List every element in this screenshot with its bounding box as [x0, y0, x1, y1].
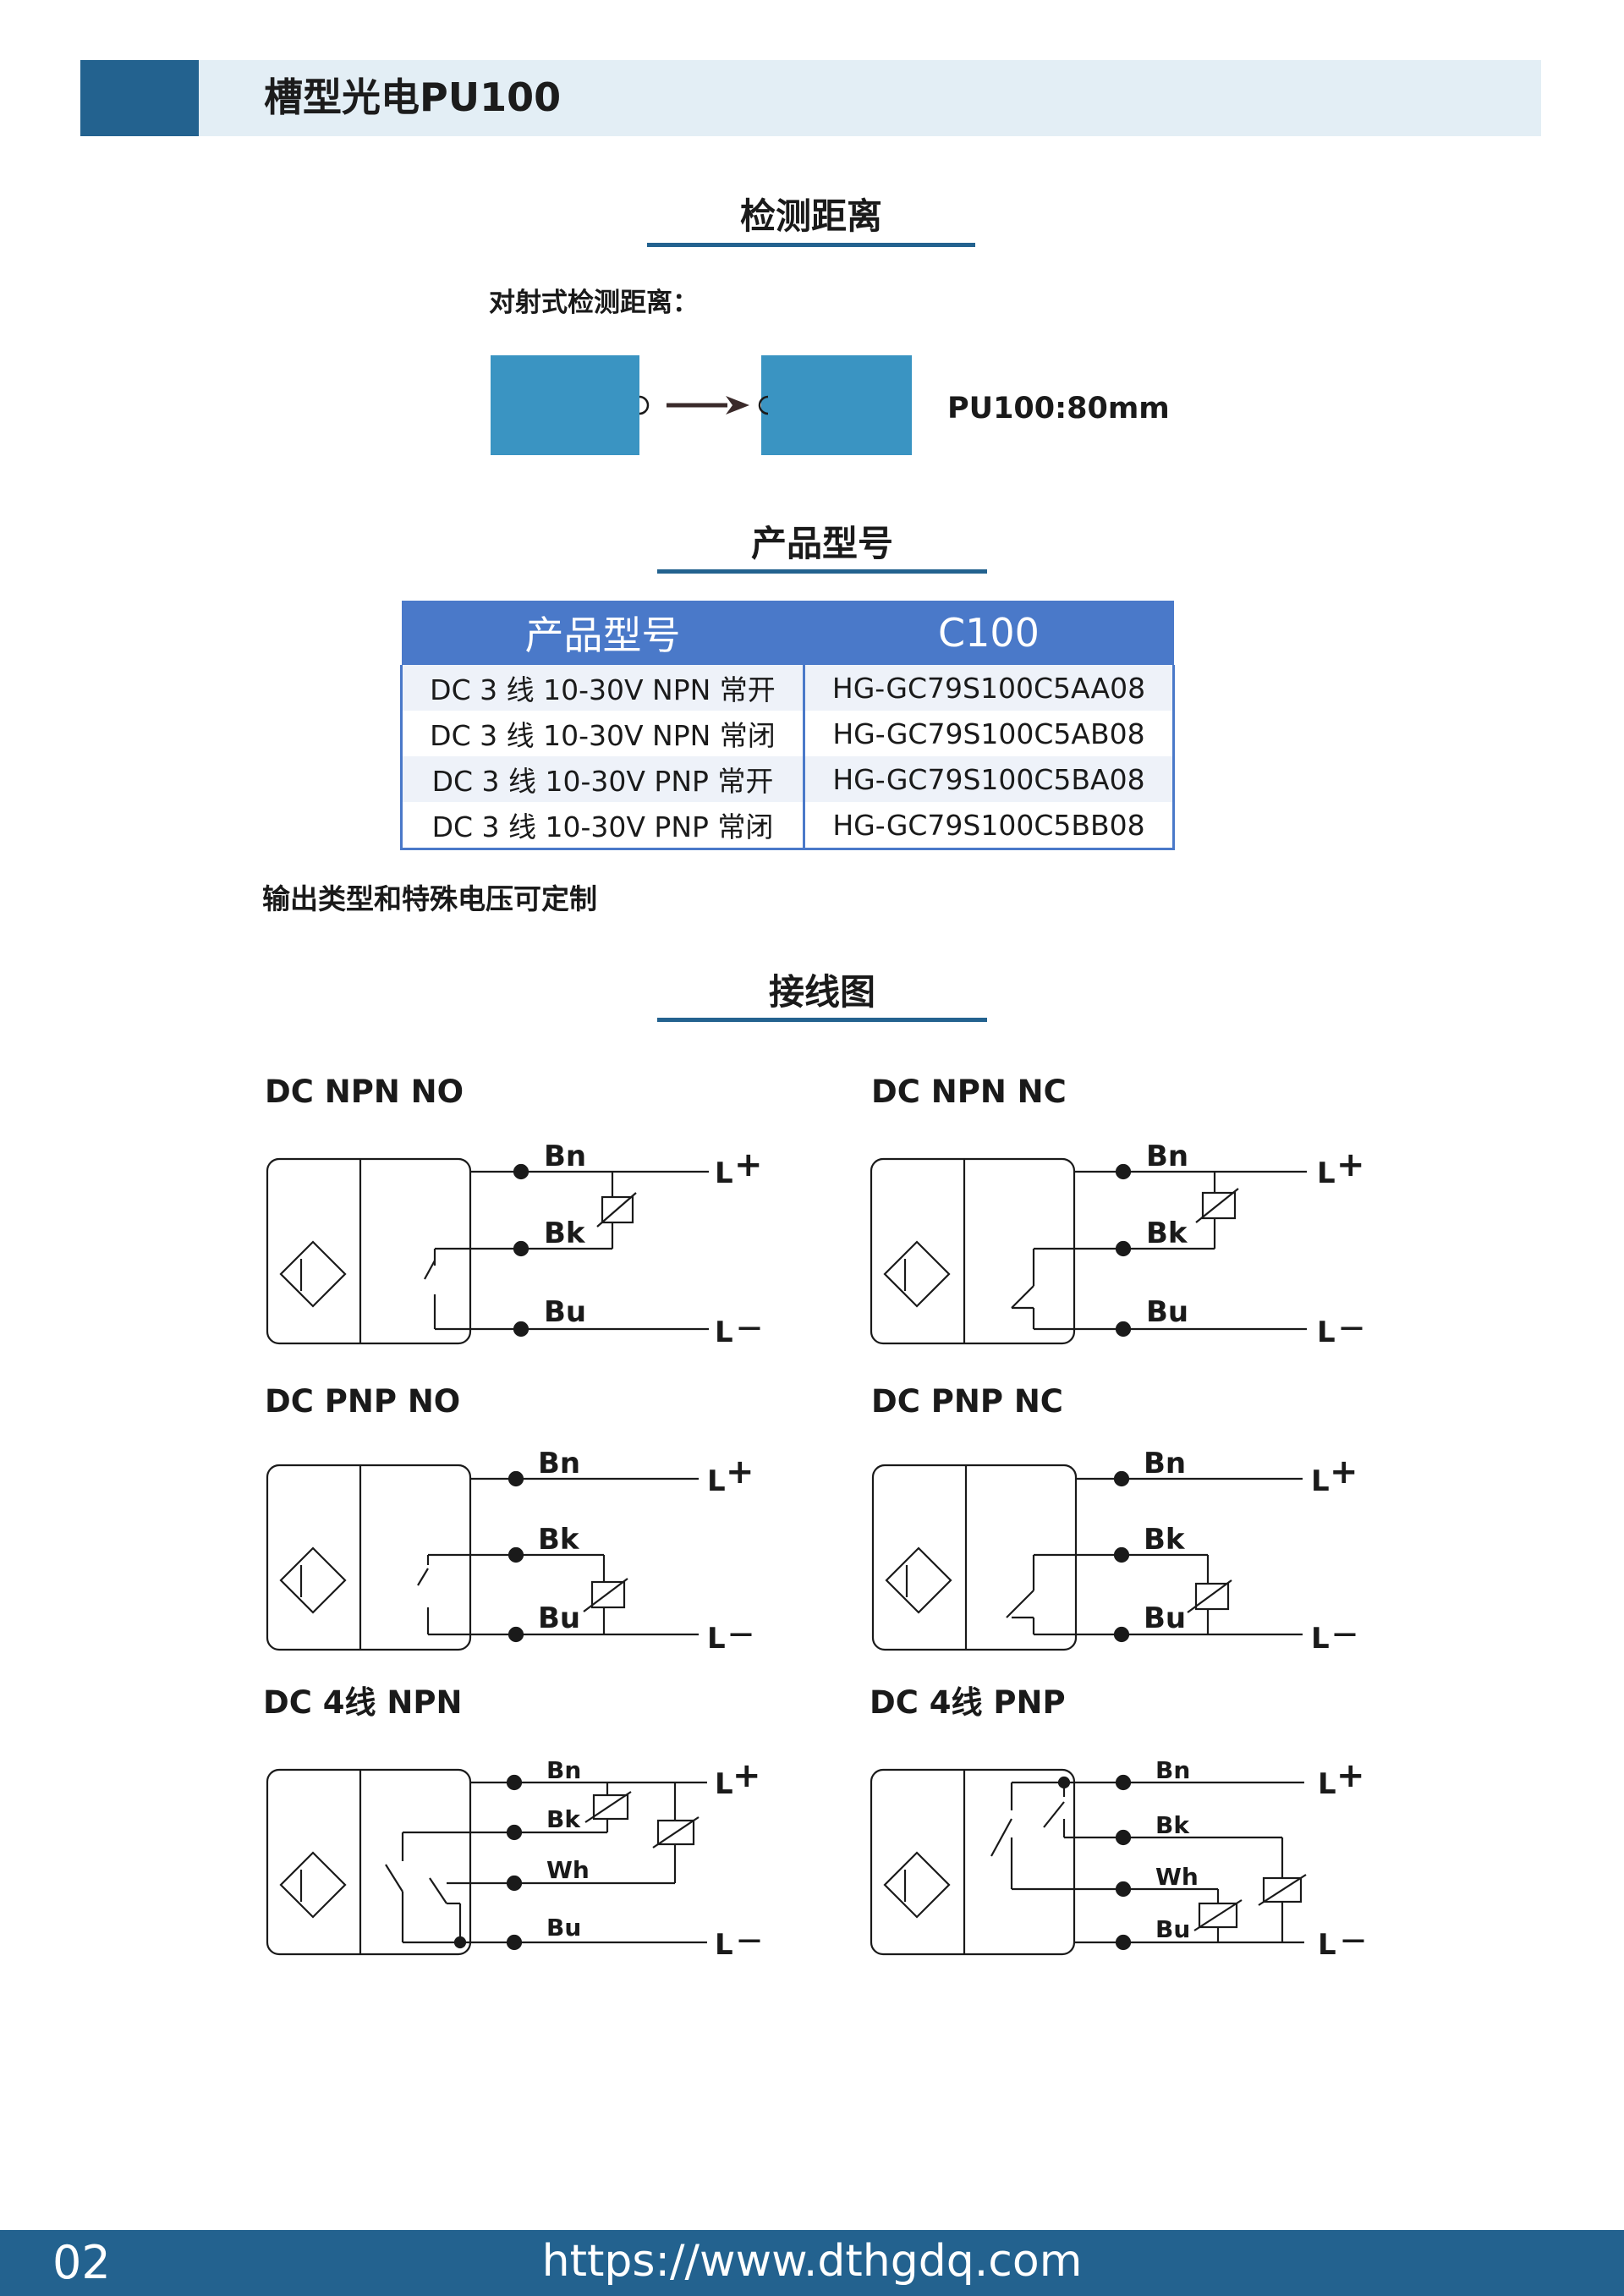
terminal-l-neg: L — [715, 1316, 733, 1349]
minus-sign: — — [738, 1925, 761, 1953]
wire-label-bk: Bk — [1146, 1217, 1188, 1250]
minus-sign: — — [1340, 1313, 1363, 1341]
wire-label-bk: Bk — [1155, 1811, 1190, 1839]
wire-label-bn: Bn — [1146, 1140, 1188, 1173]
terminal-l-pos: L — [715, 1156, 733, 1190]
section-title-models: 产品型号 — [750, 523, 893, 564]
wire-label-bk: Bk — [538, 1523, 580, 1557]
diagram-pnp-nc: Bn Bk Bu L + L — — [871, 1447, 1358, 1656]
header-band — [199, 60, 1541, 136]
detection-distance: PU100:80mm — [947, 392, 1170, 426]
minus-sign: — — [1341, 1925, 1365, 1953]
wire-label-bn: Bn — [546, 1756, 581, 1784]
terminal-l-neg: L — [707, 1622, 726, 1656]
page-title: 槽型光电PU100 — [264, 74, 562, 120]
beam-arrow-icon — [639, 395, 769, 415]
table-header-cell: 产品型号 — [401, 601, 804, 665]
diagram-title: DC 4线 PNP — [870, 1684, 1066, 1721]
plus-sign: + — [726, 1453, 754, 1491]
section-title-wiring: 接线图 — [768, 971, 875, 1013]
diagram-title: DC PNP NO — [265, 1383, 461, 1420]
plus-sign: + — [732, 1756, 761, 1795]
terminal-l-neg: L — [1318, 1928, 1336, 1962]
wire-label-wh: Wh — [546, 1856, 590, 1884]
emitter-box — [491, 355, 639, 455]
table-row: DC 3 线 10-30V NPN 常开 HG-GC79S100C5AA08 — [400, 665, 1175, 711]
diagram-title: DC 4线 NPN — [263, 1684, 463, 1721]
terminal-l-pos: L — [715, 1767, 733, 1801]
terminal-l-neg: L — [1317, 1316, 1336, 1349]
plus-sign: + — [734, 1145, 763, 1184]
footer-band — [0, 2230, 1624, 2296]
diagram-title: DC NPN NO — [265, 1074, 464, 1110]
terminal-l-neg: L — [715, 1928, 733, 1962]
table-cell: HG-GC79S100C5AB08 — [803, 711, 1175, 756]
wire-label-bk: Bk — [544, 1217, 586, 1250]
section-underline — [657, 1018, 987, 1022]
diagram-pnp-no: Bn Bk Bu L + L — — [266, 1447, 754, 1656]
table-cell: HG-GC79S100C5BA08 — [803, 756, 1175, 802]
wire-label-bu: Bu — [544, 1295, 586, 1329]
table-header-cell: C100 — [804, 601, 1174, 665]
wire-label-bu: Bu — [538, 1601, 580, 1635]
diagram-title: DC NPN NC — [871, 1074, 1067, 1110]
table-cell: HG-GC79S100C5AA08 — [803, 665, 1175, 711]
table-row: DC 3 线 10-30V PNP 常闭 HG-GC79S100C5BB08 — [400, 802, 1175, 850]
terminal-l-neg: L — [1311, 1622, 1330, 1656]
minus-sign: — — [729, 1619, 753, 1647]
wire-label-bk: Bk — [546, 1805, 581, 1833]
wire-label-bu: Bu — [1144, 1601, 1186, 1635]
wire-label-bu: Bu — [1155, 1915, 1190, 1943]
minus-sign: — — [738, 1313, 761, 1341]
table-cell: DC 3 线 10-30V NPN 常闭 — [400, 711, 805, 756]
header-accent-block — [80, 60, 199, 136]
diagram-4wire-pnp: Bn Bk Wh Bu L + L — — [870, 1756, 1365, 1962]
model-table: 产品型号 C100 DC 3 线 10-30V NPN 常开 HG-GC79S1… — [400, 601, 1175, 850]
diagram-4wire-npn: Bn Bk Wh Bu L + L — — [266, 1756, 761, 1962]
table-header-row: 产品型号 C100 — [401, 601, 1174, 665]
wire-label-bu: Bu — [1146, 1295, 1188, 1329]
wire-label-bu: Bu — [546, 1914, 581, 1942]
section-title-detection: 检测距离 — [739, 195, 882, 237]
plus-sign: + — [1336, 1145, 1365, 1184]
table-cell: DC 3 线 10-30V PNP 常闭 — [400, 802, 805, 850]
terminal-l-pos: L — [707, 1464, 726, 1498]
plus-sign: + — [1330, 1453, 1358, 1491]
wire-label-bk: Bk — [1144, 1523, 1186, 1557]
receiver-box — [761, 355, 912, 455]
wire-label-bn: Bn — [544, 1140, 586, 1173]
wire-label-bn: Bn — [1155, 1756, 1190, 1784]
terminal-l-pos: L — [1318, 1767, 1336, 1801]
customization-note: 输出类型和特殊电压可定制 — [262, 882, 597, 915]
wire-label-bn: Bn — [538, 1447, 580, 1480]
diagram-title: DC PNP NC — [871, 1383, 1063, 1420]
website-link[interactable]: https://www.dthgdq.com — [541, 2236, 1083, 2287]
terminal-l-pos: L — [1311, 1464, 1330, 1498]
section-underline — [657, 569, 987, 574]
table-cell: HG-GC79S100C5BB08 — [803, 802, 1175, 850]
minus-sign: — — [1333, 1619, 1357, 1647]
terminal-l-pos: L — [1317, 1156, 1336, 1190]
table-row: DC 3 线 10-30V PNP 常开 HG-GC79S100C5BA08 — [400, 756, 1175, 802]
page-number: 02 — [52, 2236, 111, 2289]
wire-label-wh: Wh — [1155, 1863, 1199, 1891]
section-underline — [647, 243, 975, 247]
diagram-npn-nc: Bn Bk Bu L + L — — [870, 1140, 1365, 1349]
detection-label: 对射式检测距离： — [489, 288, 699, 318]
table-cell: DC 3 线 10-30V PNP 常开 — [400, 756, 805, 802]
table-cell: DC 3 线 10-30V NPN 常开 — [400, 665, 805, 711]
table-row: DC 3 线 10-30V NPN 常闭 HG-GC79S100C5AB08 — [400, 711, 1175, 756]
wire-label-bn: Bn — [1144, 1447, 1186, 1480]
plus-sign: + — [1336, 1756, 1365, 1795]
diagram-npn-no: Bn Bk Bu L + L — — [266, 1140, 763, 1349]
